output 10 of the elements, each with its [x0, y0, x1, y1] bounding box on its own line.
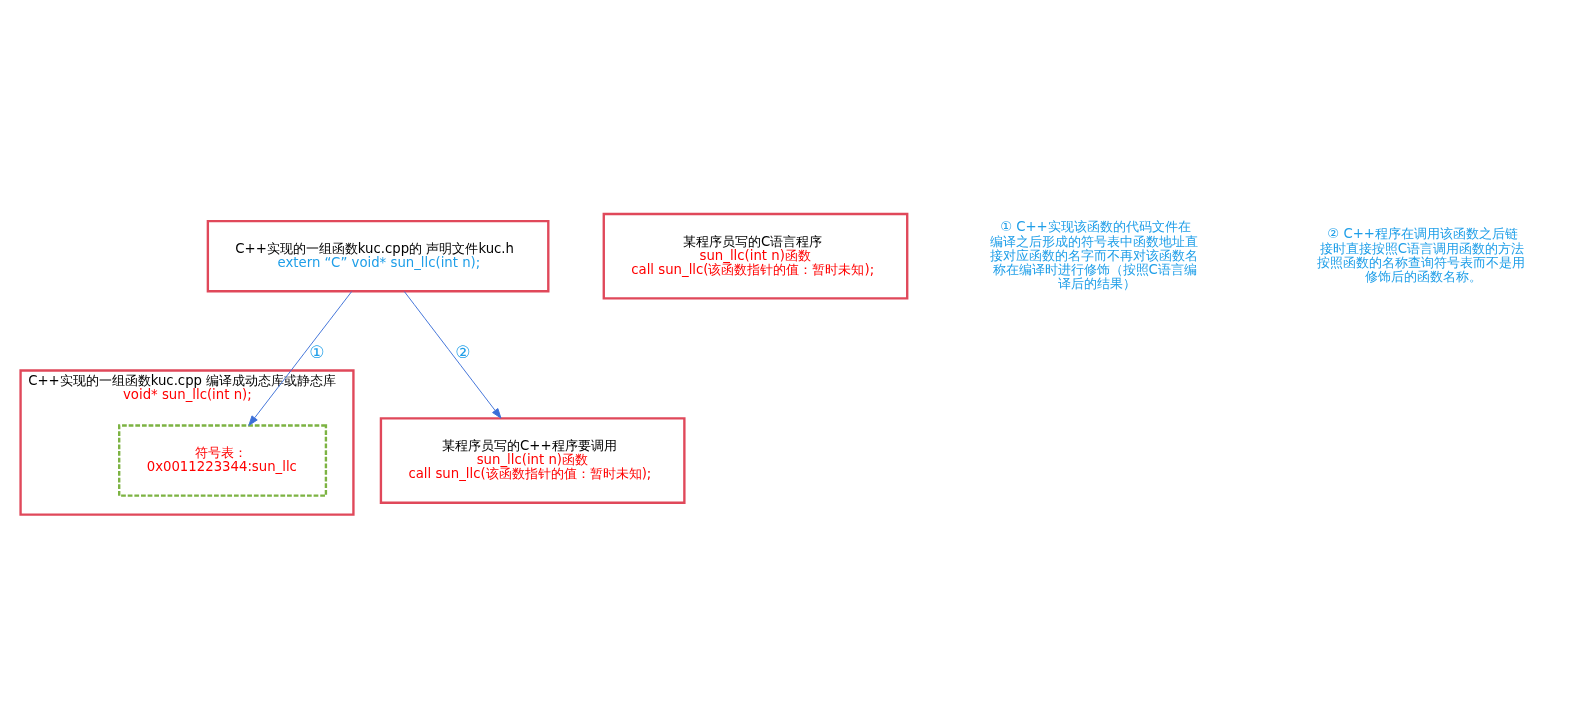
arrow — [248, 291, 353, 426]
edge-label: ① — [309, 341, 325, 362]
node-box: C++实现的一组函数kuc.cpp的 声明文件kuc.h extern “C” void* sun_llc(int n); — [206, 219, 550, 293]
node-box: 符号表： 0x0011223344:sun_llc — [118, 424, 328, 497]
label: ② C++程序在调用该函数之后链接时直接按照C语言调用函数的方法按照函数的名称查询符号表而不是用修饰后的函数名称。 — [1317, 226, 1526, 285]
node-box: 某程序员写的C语言程序 sun_llc(int n)函数 call sun_llc(该函数指针的值：暂时未知); — [602, 212, 909, 300]
arrow — [403, 291, 502, 419]
edge-label: ② — [455, 341, 471, 362]
node-box: 某程序员写的C++程序要调用 sun_llc(int n)函数 call sun_llc(该函数指针的值：暂时未知); — [379, 417, 686, 504]
label: ① C++实现该函数的代码文件在编译之后形成的符号表中函数地址直接对应函数的名字而不再对该函数名称在编译时进行修饰（按照C语言编译后的结果） — [990, 219, 1199, 292]
